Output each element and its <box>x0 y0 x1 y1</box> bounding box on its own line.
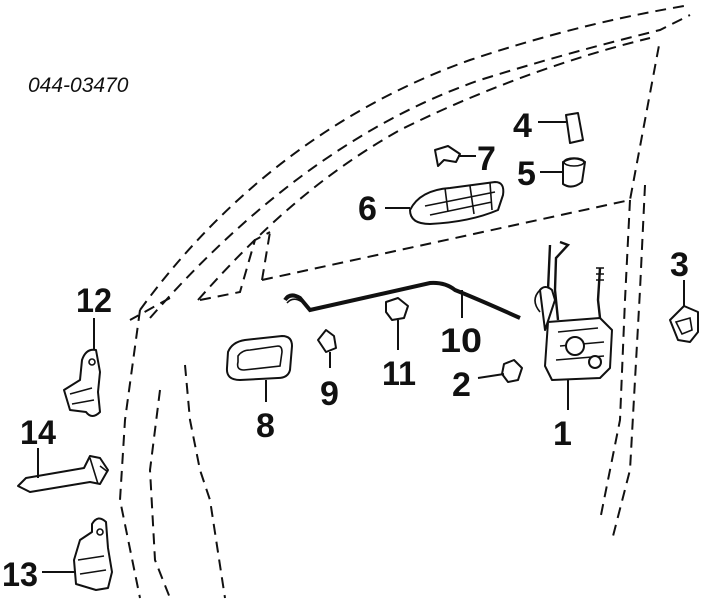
door-outline <box>118 4 691 599</box>
part-10-rod <box>283 280 521 320</box>
callout-5: 5 <box>517 155 536 193</box>
part-2-switch <box>477 359 523 383</box>
callout-3: 3 <box>670 246 689 284</box>
part-13-lower-hinge <box>42 517 113 591</box>
part-5-lock-cylinder <box>540 157 586 188</box>
reference-code: 044-03470 <box>28 74 129 97</box>
part-7-clip <box>434 145 476 167</box>
callout-labels: 1 2 3 4 5 6 7 8 9 10 11 12 13 14 <box>2 107 689 594</box>
callout-4: 4 <box>513 107 532 145</box>
callout-1: 1 <box>553 415 572 453</box>
callout-8: 8 <box>256 407 275 445</box>
callout-7: 7 <box>477 140 496 178</box>
part-11-clip <box>385 297 409 350</box>
callout-11: 11 <box>382 355 416 393</box>
callout-12: 12 <box>76 282 112 320</box>
callout-9: 9 <box>320 375 339 413</box>
callout-10: 10 <box>440 322 482 360</box>
callout-6: 6 <box>358 190 377 228</box>
part-4-pad <box>538 112 584 144</box>
part-8-inside-handle <box>225 335 293 402</box>
callout-2: 2 <box>452 366 471 404</box>
callout-14: 14 <box>20 414 56 452</box>
callout-13: 13 <box>2 556 38 594</box>
part-14-door-check <box>17 448 109 493</box>
part-1-lock-assembly <box>534 240 613 410</box>
part-9-clip <box>317 329 337 368</box>
part-3-striker <box>669 280 699 343</box>
part-12-upper-hinge <box>63 318 101 417</box>
part-6-outside-handle <box>385 181 505 225</box>
